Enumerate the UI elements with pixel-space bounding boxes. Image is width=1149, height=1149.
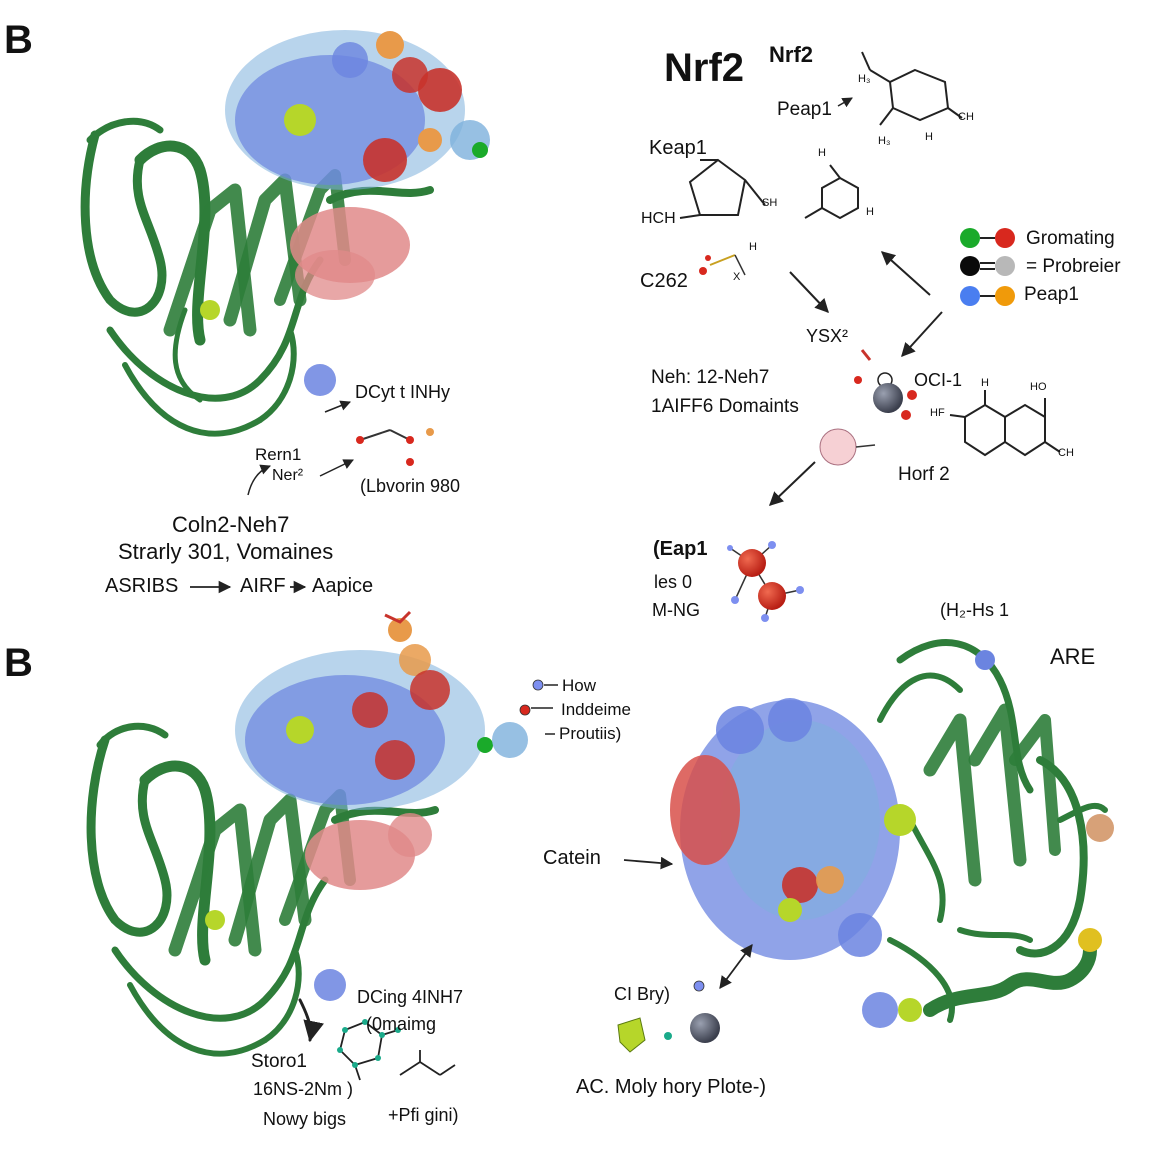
flow-step-1: ASRIBS [105, 575, 179, 597]
label-nowy: Nowy bigs [263, 1109, 347, 1129]
atoms-bottom-right [617, 980, 720, 1053]
chem-ch-b: CH [1058, 447, 1074, 459]
label-oci: OCI-1 [914, 370, 963, 390]
label-ner: Ner² [272, 467, 304, 484]
caption-line-2: Strarly 301, Vomaines [118, 539, 334, 564]
panel-letter-top: B [4, 18, 33, 62]
chem-hf: HF [930, 407, 945, 419]
label-pfgini: +Pfi gini) [388, 1105, 459, 1125]
chem-h3-b: H₃ [878, 135, 891, 147]
flow-step-3: Aapice [312, 575, 374, 597]
label-hch: HCH [641, 210, 676, 227]
arrow-ner [319, 459, 354, 477]
arrow-to-center [901, 311, 943, 358]
label-ac-moly: AC. Moly hory Plote-) [576, 1076, 767, 1098]
molecule-bottom-left-atoms [337, 1019, 401, 1068]
label-storo: Storo1 [251, 1051, 307, 1072]
label-peap-top: Peap1 [777, 99, 832, 120]
legend-top-right-dots [960, 228, 1015, 306]
label-mng: M-NG [652, 600, 700, 620]
molecule-eap [727, 541, 804, 622]
flow-step-2: AIRF [240, 575, 286, 597]
molecule-c262 [699, 254, 746, 276]
atom-cluster-center [819, 349, 917, 466]
benzene-top [861, 51, 963, 126]
chem-ho: HO [1030, 381, 1047, 393]
legend-label-proutiis: Proutiis) [559, 724, 622, 743]
label-catein: Catein [543, 847, 601, 869]
label-are: ARE [1050, 644, 1096, 669]
legend-label-how: How [562, 676, 597, 695]
label-les: les 0 [654, 572, 693, 592]
label-lbvorin: (Lbvorin 980 [360, 476, 461, 496]
chem-h-d: H [749, 241, 757, 253]
label-rern: Rern1 [255, 445, 302, 464]
arrow-catein [623, 856, 674, 870]
arrow-double [719, 943, 753, 990]
figure-title-superscript: Nrf2 [769, 42, 814, 67]
protein-surface-bottom-left [205, 610, 528, 1001]
legend-label-probreier: = Probreier [1026, 256, 1121, 277]
caption-line-1: Coln2-Neh7 [172, 512, 290, 537]
legend-label-gromating: Gromating [1026, 228, 1115, 249]
label-horf: Horf 2 [898, 464, 950, 485]
arrow-up-left [880, 251, 931, 296]
label-eap: (Eap1 [653, 538, 708, 560]
label-c262: C262 [640, 270, 688, 292]
arrow-rern-curve [247, 464, 271, 496]
label-hs: (H₂-Hs 1 [940, 600, 1009, 620]
chem-h-e: H [981, 377, 989, 389]
label-neh-1: Neh: 12-Neh7 [651, 367, 770, 388]
label-ysx: YSX² [806, 326, 849, 346]
label-keap: Keap1 [649, 137, 707, 159]
label-dcing: DCing 4INH7 [357, 987, 464, 1007]
protein-ribbon-bottom-right [877, 639, 1108, 1023]
arrow-peap-top [837, 97, 853, 108]
chem-h-a: H [925, 131, 933, 143]
arrow-down-left [768, 461, 816, 506]
arrow-down-right [789, 271, 829, 314]
chem-h-b: H [818, 147, 826, 159]
chem-x: X [733, 271, 741, 283]
legend-label-inddeime: Inddeime [561, 700, 631, 719]
arrow-dcyt [324, 400, 351, 413]
chem-sh: SH [762, 197, 778, 209]
legend-label-peap: Peap1 [1024, 284, 1079, 305]
label-ns2nm: 16NS-2Nm ) [253, 1079, 354, 1099]
pentagon-keap [679, 158, 766, 219]
label-omaimg: (0maimg [366, 1014, 437, 1034]
molecule-top-left [356, 428, 434, 466]
chem-h3-a: H₃ [858, 73, 871, 85]
chem-h-c: H [866, 206, 874, 218]
benzene-middle [804, 164, 859, 220]
protein-surface-top-left [200, 30, 490, 396]
naphthalene-right [949, 390, 1061, 457]
protein-surface-bottom-right [670, 650, 1114, 1028]
figure-title: Nrf2 [664, 46, 745, 90]
label-neh-2: 1AIFF6 Domaints [651, 396, 799, 417]
legend-bottom-dots [519, 679, 558, 735]
chem-ch-a: CH [958, 111, 974, 123]
label-cbry: CI Bry) [614, 984, 670, 1004]
panel-letter-bottom: B [4, 641, 33, 685]
label-dcyt: DCyt t INHy [355, 382, 451, 402]
